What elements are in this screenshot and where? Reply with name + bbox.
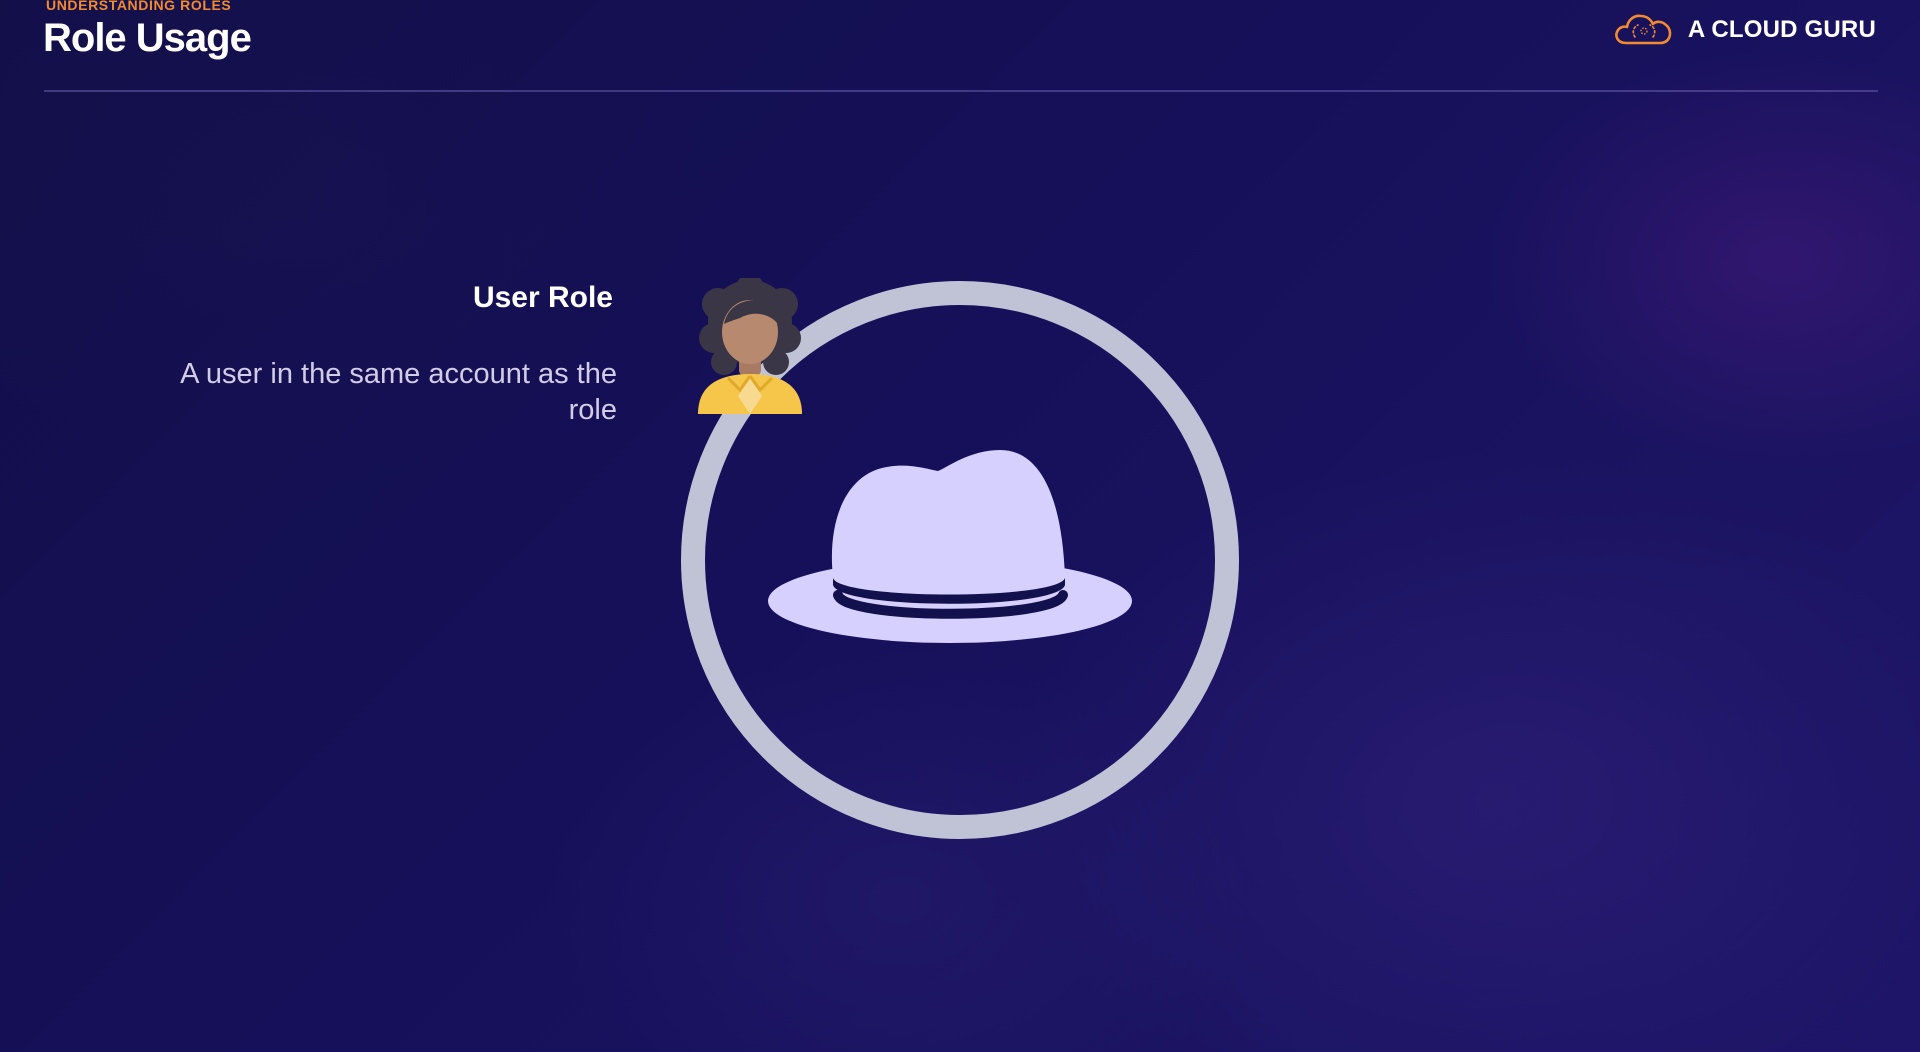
role-ring <box>681 281 1239 839</box>
brand-logo-lockup: A CLOUD GURU <box>1612 10 1876 50</box>
cloud-guru-logo-icon <box>1614 14 1672 45</box>
page-title: Role Usage <box>43 16 252 60</box>
woman-user-icon <box>698 278 802 414</box>
fedora-hat-icon <box>768 450 1132 643</box>
brand-name: A CLOUD GURU <box>1687 16 1876 43</box>
role-graphic <box>681 281 1239 839</box>
role-description: A user in the same account as the role <box>180 358 617 426</box>
header-divider <box>44 90 1878 92</box>
section-overline: UNDERSTANDING ROLES <box>46 0 232 13</box>
role-title: User Role <box>472 281 613 314</box>
